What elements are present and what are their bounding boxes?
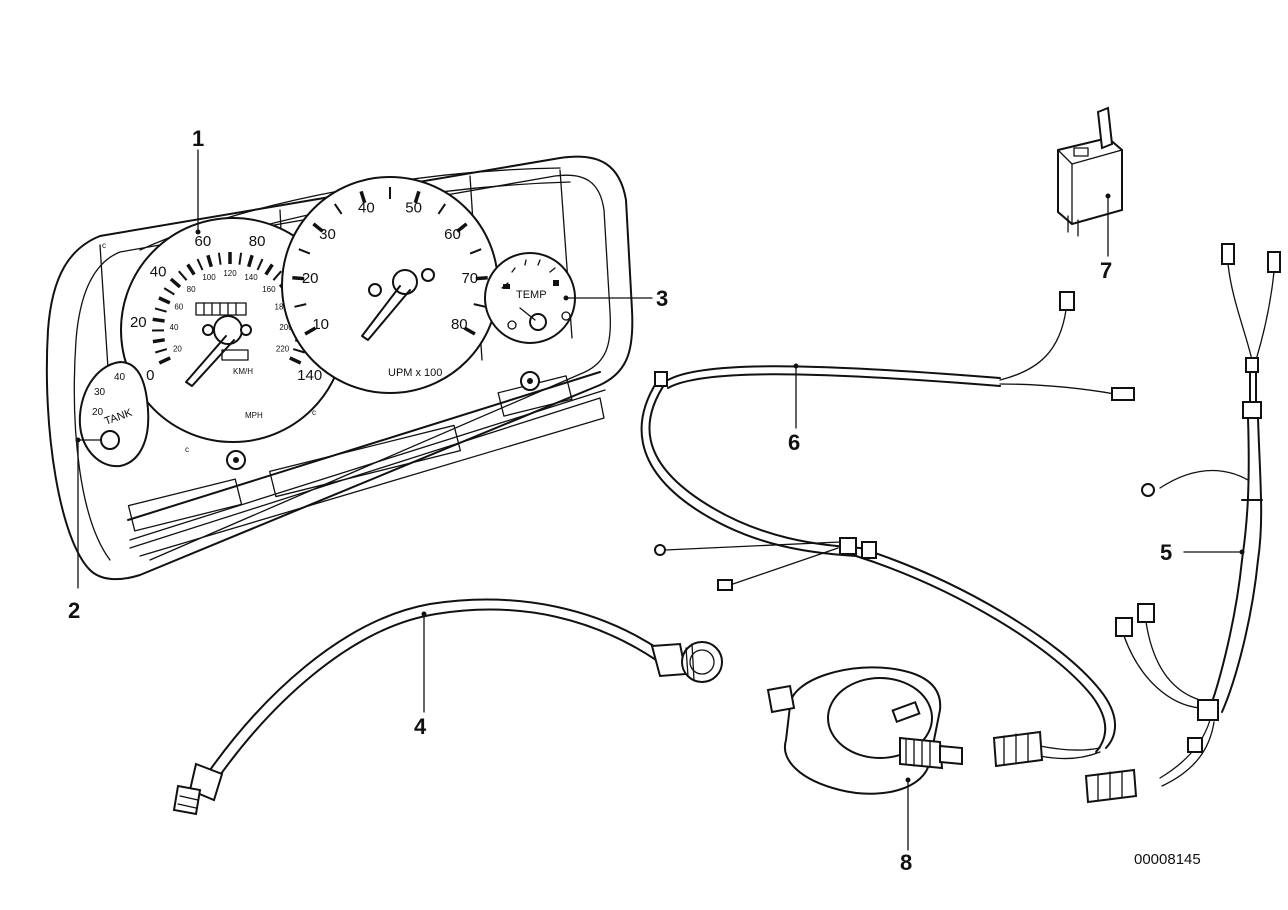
kmh-label-80: 80 xyxy=(187,285,196,294)
speedo-tick-11 xyxy=(196,258,204,271)
callout-6: 6 xyxy=(788,430,800,455)
kmh-scale: 20 40 60 80 100 120 140 160 180 200 220 xyxy=(170,269,294,353)
speedo-tick-18 xyxy=(264,263,274,276)
mph-label-80: 80 xyxy=(249,233,266,250)
tach-tick-13 xyxy=(473,303,486,308)
svg-text:c: c xyxy=(312,408,316,417)
speedo-tick-16 xyxy=(247,254,254,268)
speedo-tick-1 xyxy=(155,348,168,354)
tach-label-80: 80 xyxy=(451,316,468,333)
mph-label-60: 60 xyxy=(195,233,212,250)
speedo-tick-0 xyxy=(158,356,171,365)
tach-label-70: 70 xyxy=(461,270,478,287)
speedo-tick-28 xyxy=(289,356,302,365)
document-number: 00008145 xyxy=(1134,851,1201,868)
temperature-gauge: TEMP xyxy=(484,252,576,344)
callout-leaders xyxy=(75,149,1245,851)
tach-tick-3 xyxy=(298,248,311,255)
mph-label-40: 40 xyxy=(150,264,167,281)
fuel-gauge: 20 30 40 TANK xyxy=(78,360,150,468)
svg-text:c: c xyxy=(185,445,189,454)
kmh-label-40: 40 xyxy=(170,323,179,332)
kmh-label-100: 100 xyxy=(202,273,216,282)
kmh-label-160: 160 xyxy=(262,285,276,294)
tach-tick-6 xyxy=(359,190,367,204)
callout-2: 2 xyxy=(68,598,80,623)
callout-7: 7 xyxy=(1100,258,1112,283)
speedo-tick-6 xyxy=(158,296,171,305)
tach-label-20: 20 xyxy=(302,270,319,287)
kmh-label-60: 60 xyxy=(174,302,183,311)
tach-tick-5 xyxy=(333,203,343,215)
tach-tick-1 xyxy=(294,303,307,308)
speedo-tick-8 xyxy=(169,277,182,289)
callout-numbers: 1 2 3 4 5 6 7 8 xyxy=(68,126,1172,875)
speedo-tick-19 xyxy=(272,270,282,281)
kmh-label: KM/H xyxy=(233,367,253,376)
speedo-tick-2 xyxy=(152,338,165,344)
speedo-tick-9 xyxy=(178,270,188,281)
relay xyxy=(1057,106,1123,237)
speedo-tick-10 xyxy=(186,263,196,276)
speedo-tick-27 xyxy=(292,348,305,354)
fuel-scale-40: 40 xyxy=(114,372,126,383)
svg-text:c: c xyxy=(102,241,106,250)
mph-label: MPH xyxy=(245,411,263,420)
speedometer-cable xyxy=(172,598,723,816)
speedo-tick-12 xyxy=(206,254,213,268)
fuel-scale-20: 20 xyxy=(92,407,104,418)
tach-tick-4 xyxy=(312,222,324,233)
tach-tick-9 xyxy=(437,203,447,215)
tach-label-50: 50 xyxy=(405,200,422,217)
speedo-tick-4 xyxy=(152,317,165,323)
callout-4: 4 xyxy=(414,714,427,739)
odometer xyxy=(195,302,247,316)
tach-unit-label: UPM x 100 xyxy=(388,367,442,379)
tach-ticks xyxy=(292,187,488,336)
callout-8: 8 xyxy=(900,850,912,875)
tach-tick-0 xyxy=(304,326,317,336)
tach-tick-14 xyxy=(463,326,476,336)
kmh-label-20: 20 xyxy=(173,344,182,353)
kmh-label-120: 120 xyxy=(223,269,237,278)
mph-label-0: 0 xyxy=(146,367,154,384)
kmh-label-200: 200 xyxy=(279,323,293,332)
tach-label-10: 10 xyxy=(312,316,329,333)
wiring-harness xyxy=(1084,243,1281,804)
speedo-tick-7 xyxy=(163,287,175,296)
kmh-label-140: 140 xyxy=(244,273,258,282)
callout-3: 3 xyxy=(656,286,668,311)
mph-label-140: 140 xyxy=(297,367,322,384)
tach-tick-12 xyxy=(475,275,488,281)
trip-odometer xyxy=(221,349,249,361)
speedo-tick-17 xyxy=(256,258,264,271)
speedo-tick-15 xyxy=(238,252,243,265)
tach-tick-11 xyxy=(469,248,482,255)
kmh-label-220: 220 xyxy=(276,344,290,353)
speedo-tick-13 xyxy=(217,252,222,265)
speedo-tick-5 xyxy=(154,307,167,313)
mph-label-20: 20 xyxy=(130,314,147,331)
temp-label: TEMP xyxy=(516,289,547,301)
cluster-wiring-harness xyxy=(640,291,1135,768)
fuel-scale-30: 30 xyxy=(94,387,106,398)
instrument-cluster: c c c b xyxy=(45,155,634,581)
impulse-sender xyxy=(766,666,963,795)
kmh-label-180: 180 xyxy=(275,302,289,311)
callout-5: 5 xyxy=(1160,540,1172,565)
callout-1: 1 xyxy=(192,126,204,151)
tach-tick-10 xyxy=(456,222,468,233)
tach-label-40: 40 xyxy=(358,200,375,217)
tach-tick-8 xyxy=(413,190,421,204)
tach-tick-2 xyxy=(292,275,305,281)
